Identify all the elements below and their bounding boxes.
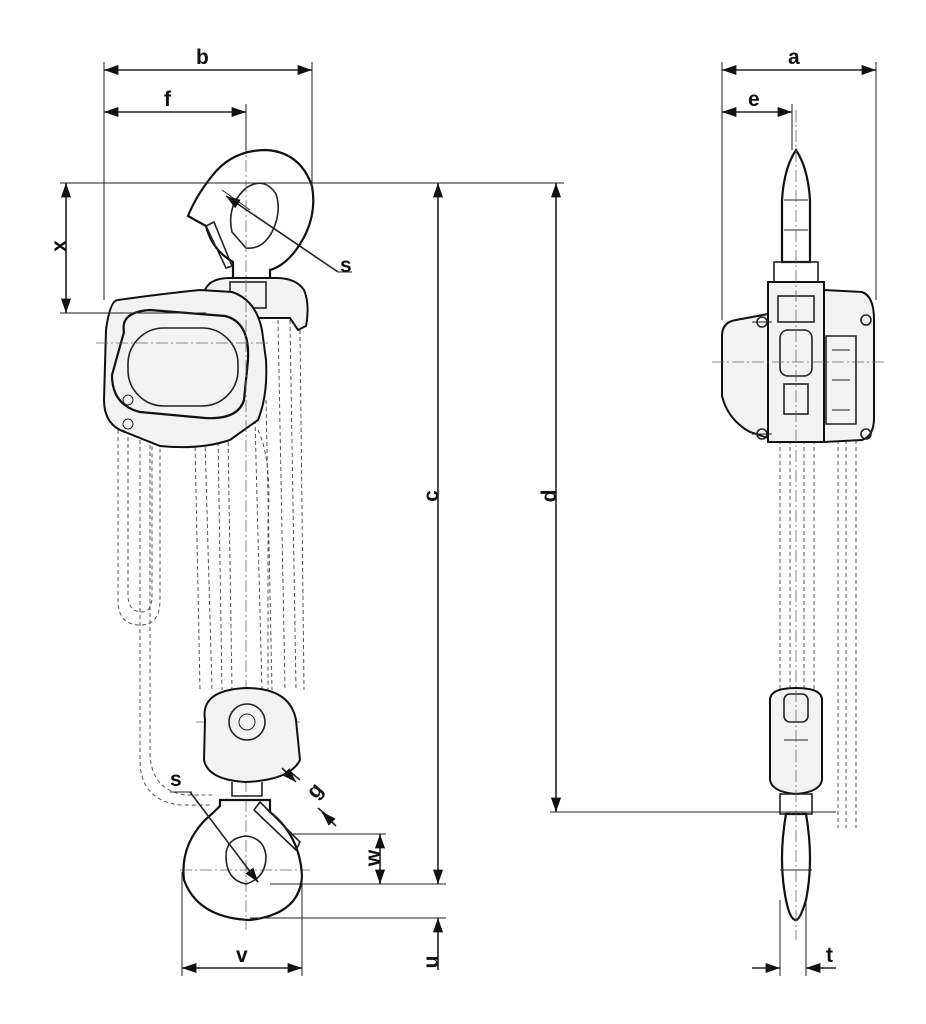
front-view xyxy=(60,62,564,976)
dimension-label-v: v xyxy=(236,944,248,967)
dimension-labels: b f x s c d s g w u v a e t xyxy=(48,46,833,968)
dimension-label-b: b xyxy=(196,46,209,69)
dimension-label-s-bottom: s xyxy=(170,768,182,791)
top-hook xyxy=(186,148,315,282)
bottom-hook xyxy=(182,798,304,922)
dimension-label-f: f xyxy=(164,88,172,111)
dimension-label-e: e xyxy=(748,88,760,111)
side-chain-hidden-lines xyxy=(779,440,857,828)
dimension-label-u: u xyxy=(420,956,443,969)
side-dimension-lines xyxy=(550,64,876,974)
side-extension-lines xyxy=(550,62,877,976)
bottom-block xyxy=(202,686,302,797)
dimension-label-x: x xyxy=(48,240,71,252)
front-dimension-lines xyxy=(60,64,444,974)
front-extension-lines xyxy=(60,62,564,976)
hoist-body xyxy=(102,288,268,449)
hand-chain-hidden-lines xyxy=(117,319,305,806)
dimension-label-a: a xyxy=(788,46,800,69)
dimension-label-c: c xyxy=(420,490,443,502)
dimension-label-d: d xyxy=(538,490,561,503)
dimension-label-g: g xyxy=(302,779,328,804)
dimension-label-w: w xyxy=(362,849,385,867)
dimension-label-s-top: s xyxy=(340,254,352,277)
side-view xyxy=(550,62,884,976)
dimension-label-t: t xyxy=(826,944,833,967)
